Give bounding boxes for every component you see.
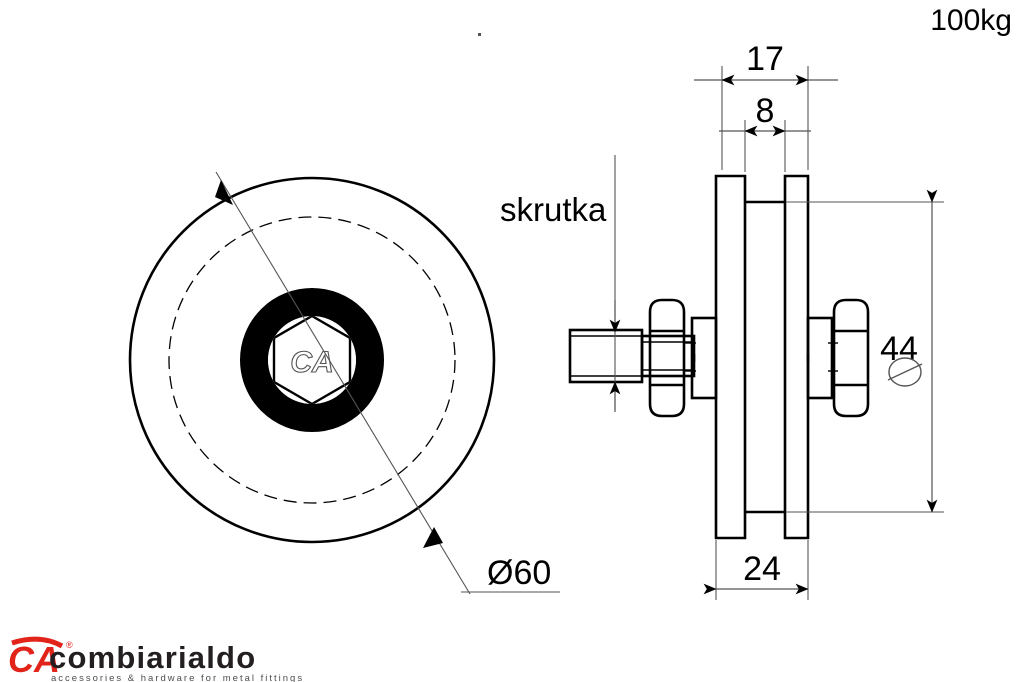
- dim44-diameter-symbol: [887, 357, 923, 387]
- brand-tagline: accessories & hardware for metal fitting…: [51, 673, 304, 682]
- hub-shoulder-left: [690, 316, 718, 400]
- diameter-leader-arrow-top: [215, 180, 233, 205]
- dim17-label: 17: [746, 40, 784, 78]
- front-view-group: CA Ø60: [128, 171, 560, 595]
- load-rating-label: 100kg: [930, 4, 1012, 37]
- dimension-24: 24: [703, 540, 809, 600]
- dim24-label: 24: [743, 550, 781, 588]
- groove-root-dashed-circle: [168, 216, 456, 504]
- dimension-17: 17: [694, 40, 838, 170]
- diameter-symbol-slash: [887, 363, 923, 381]
- hub-hex-nut: [268, 316, 356, 404]
- dimension-8: 8: [719, 92, 811, 172]
- diameter-leader-line: [215, 171, 471, 595]
- diameter-outer-label: Ø60: [487, 554, 551, 592]
- brand-logo: CA ® combiarialdo accessories & hardware…: [8, 636, 304, 682]
- diameter-symbol-circle: [888, 357, 922, 387]
- registration-tick: [478, 33, 481, 36]
- dim8-label: 8: [756, 92, 775, 130]
- brand-ca-mark: CA ®: [8, 636, 73, 680]
- bearing-ring: [240, 288, 384, 432]
- hex-nut-left: [648, 298, 686, 418]
- brand-ca-swoosh: [11, 636, 64, 649]
- screw-leader: skrutka: [500, 155, 621, 412]
- brand-registered-mark: ®: [66, 640, 73, 650]
- screw-label: skrutka: [500, 191, 607, 228]
- hub-ca-logo: CA: [290, 346, 333, 379]
- wheel-outer-circle: [128, 176, 496, 544]
- dimension-44: 44: [786, 189, 944, 513]
- hex-nut-left-body: [648, 298, 686, 418]
- side-view-group: 17 8 44: [500, 40, 944, 600]
- diameter-outer-value: Ø60: [487, 554, 551, 592]
- hex-nut-right: [832, 298, 870, 418]
- diameter-leader-arrow-bottom: [423, 527, 443, 548]
- brand-name: combiarialdo: [49, 640, 256, 675]
- brand-ca-text: CA: [8, 639, 60, 680]
- dim44-label: 44: [880, 330, 918, 368]
- hex-nut-outline: [272, 316, 352, 404]
- hex-nut-right-body: [832, 298, 870, 418]
